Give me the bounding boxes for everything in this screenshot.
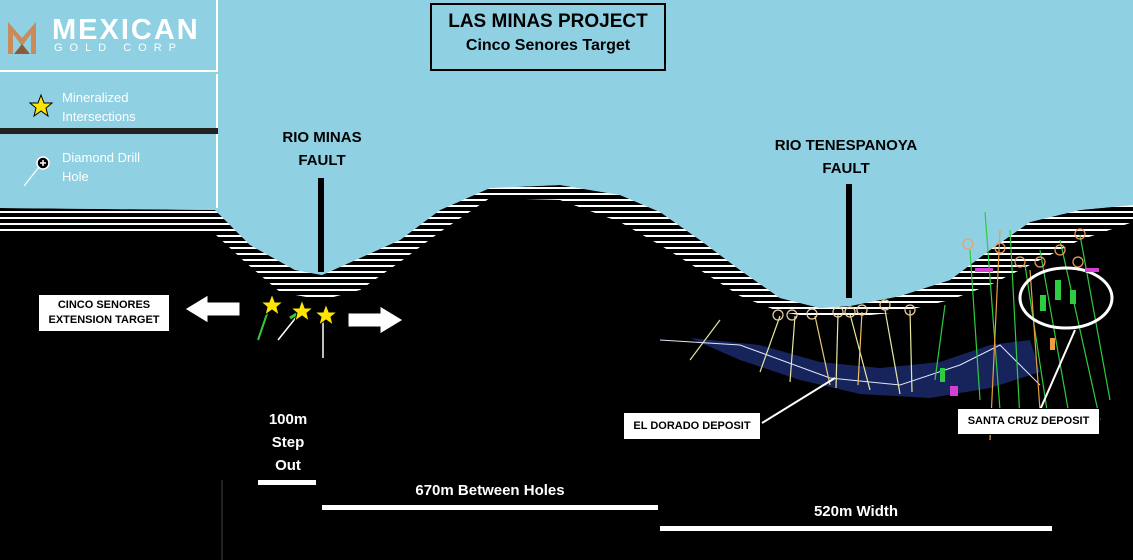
cinco-label-line2: EXTENSION TARGET (48, 314, 160, 326)
el-dorado-label: EL DORADO DEPOSIT (623, 412, 761, 440)
legend-item-drill-hole: Diamond Drill Hole (62, 148, 140, 186)
drill-intercepts (940, 268, 1099, 396)
fault-label-line1: RIO TENESPANOYA (774, 137, 918, 154)
legend-divider (0, 128, 218, 134)
between-holes-label: 670m Between Holes (415, 482, 565, 499)
step-out-line3: Out (275, 457, 301, 474)
legend-label-line2: Intersections (62, 109, 136, 124)
step-out-line1: 100m (268, 411, 308, 428)
legend-label-line1: Diamond Drill (62, 150, 141, 165)
step-out-line2: Step (271, 434, 305, 451)
page-title: LAS MINAS PROJECT (448, 11, 648, 32)
step-out-label: 100m Step Out (250, 408, 326, 477)
fault-label-line2: FAULT (298, 152, 346, 169)
drill-traces (689, 211, 1111, 441)
star-icon (28, 93, 54, 118)
santa-cruz-deposit-ellipse (1018, 266, 1114, 330)
drill-collars (772, 228, 1086, 321)
rio-minas-fault-label: RIO MINAS FAULT (262, 126, 382, 172)
legend: Mineralized Intersections Diamond Drill … (0, 74, 218, 208)
el-dorado-outline (659, 339, 1041, 386)
santa-cruz-label: SANTA CRUZ DEPOSIT (957, 408, 1100, 435)
step-out-scale-bar (258, 480, 316, 485)
width-label: 520m Width (813, 503, 899, 520)
logo-wordmark: MEXICAN (52, 14, 200, 46)
width-scale-bar (660, 526, 1052, 531)
right-arrow-icon (347, 305, 404, 335)
logo: MEXICAN GOLD CORP (0, 0, 218, 72)
rio-tenespanoya-fault-line (846, 184, 852, 298)
rio-minas-fault-line (318, 178, 324, 272)
star-icon (289, 298, 315, 323)
mineralized-stars (259, 292, 339, 327)
santa-cruz-pointer (1039, 329, 1076, 411)
logo-mark-icon (8, 22, 36, 54)
star-icon (313, 302, 339, 327)
logo-subtitle: GOLD CORP (54, 42, 184, 54)
legend-item-mineralized: Mineralized Intersections (62, 88, 136, 126)
rio-tenespanoya-fault-label: RIO TENESPANOYA FAULT (760, 134, 932, 180)
diamond-drill-hole-icon (23, 156, 50, 187)
cinco-label-line1: CINCO SENORES (57, 299, 151, 311)
legend-label-line2: Hole (62, 169, 89, 184)
title-box: LAS MINAS PROJECT Cinco Senores Target (430, 3, 666, 71)
legend-label-line1: Mineralized (62, 90, 129, 105)
left-arrow-icon (184, 294, 241, 324)
fault-label-line2: FAULT (822, 160, 870, 177)
star-icon (259, 292, 285, 317)
cinco-senores-label: CINCO SENORES EXTENSION TARGET (38, 294, 170, 332)
page-subtitle: Cinco Senores Target (465, 37, 631, 54)
ground (0, 198, 1133, 560)
between-holes-scale-bar (322, 505, 658, 510)
el-dorado-deposit-zone (690, 338, 1040, 398)
el-dorado-pointer (761, 377, 836, 424)
fault-label-line1: RIO MINAS (282, 129, 362, 146)
